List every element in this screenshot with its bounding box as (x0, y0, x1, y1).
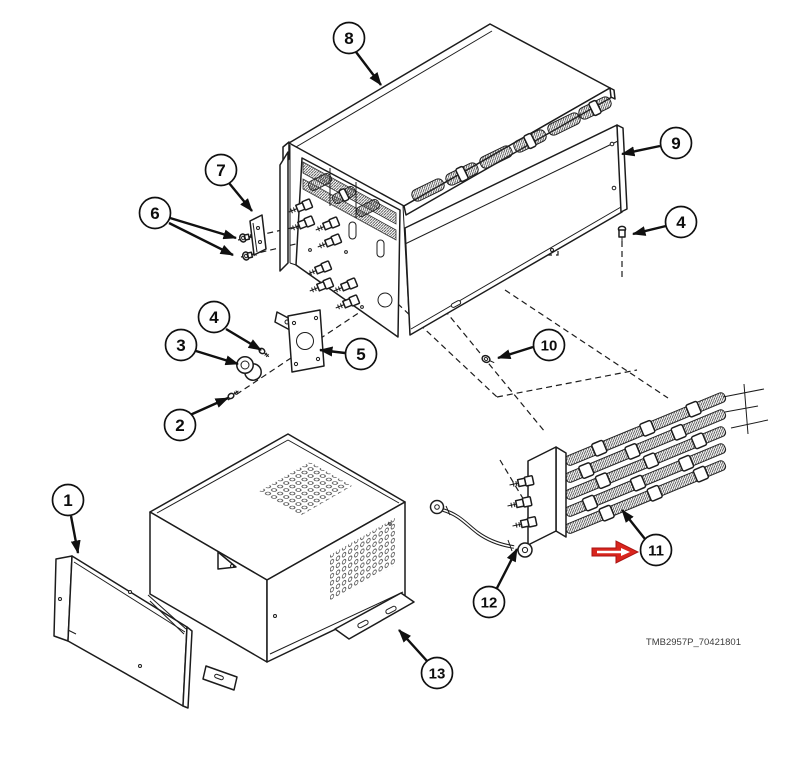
element-mounting-plate (527, 446, 567, 546)
svg-text:6: 6 (150, 204, 159, 223)
jumper-wire (429, 499, 533, 558)
housing-terminal-studs (288, 198, 361, 310)
callout-4-left: 4 (197, 300, 262, 352)
callout-9: 9 (621, 126, 693, 160)
heating-element-assembly (507, 383, 769, 546)
svg-text:2: 2 (175, 416, 184, 435)
callout-2: 2 (163, 396, 229, 442)
callout-7: 7 (204, 153, 253, 212)
callout-13: 13 (398, 629, 454, 690)
drawing-id-label: TMB2957P_70421801 (646, 637, 741, 648)
svg-text:4: 4 (676, 213, 686, 232)
housing-open-end (274, 145, 401, 345)
svg-text:5: 5 (356, 345, 365, 364)
svg-text:10: 10 (541, 338, 558, 355)
callouts: 8 9 4 7 6 4 3 (51, 21, 698, 690)
svg-text:4: 4 (209, 308, 219, 327)
callout-1: 1 (51, 483, 85, 554)
callout-4-right: 4 (632, 205, 698, 239)
side-panel (53, 555, 193, 709)
svg-text:1: 1 (63, 491, 72, 510)
svg-text:7: 7 (216, 161, 225, 180)
grommet-3 (236, 356, 262, 381)
svg-text:9: 9 (671, 134, 680, 153)
housing-side-panel (402, 124, 628, 336)
screw-10 (481, 354, 495, 364)
heater-housing (274, 23, 628, 345)
svg-text:8: 8 (344, 29, 353, 48)
screw-4-right (617, 225, 627, 243)
svg-text:3: 3 (176, 336, 185, 355)
svg-text:12: 12 (481, 595, 498, 612)
callout-6: 6 (138, 196, 237, 257)
svg-text:11: 11 (648, 543, 664, 560)
screw-2 (227, 390, 239, 400)
callout-10: 10 (497, 328, 566, 362)
element-end-rods (722, 383, 769, 435)
svg-text:13: 13 (429, 666, 446, 683)
callout-12: 12 (472, 548, 519, 619)
callout-11: 11 (621, 509, 673, 567)
exposed-element-coils (411, 96, 612, 202)
element-cover (149, 433, 415, 691)
callout-8: 8 (332, 21, 382, 86)
callout-5: 5 (319, 337, 378, 371)
cover-mounting-bracket (202, 592, 415, 691)
callout-3: 3 (164, 328, 239, 366)
plate-7 (249, 214, 267, 256)
element-terminal-studs (507, 475, 538, 529)
plate-5 (287, 309, 325, 373)
highlight-arrow-icon (591, 540, 640, 564)
